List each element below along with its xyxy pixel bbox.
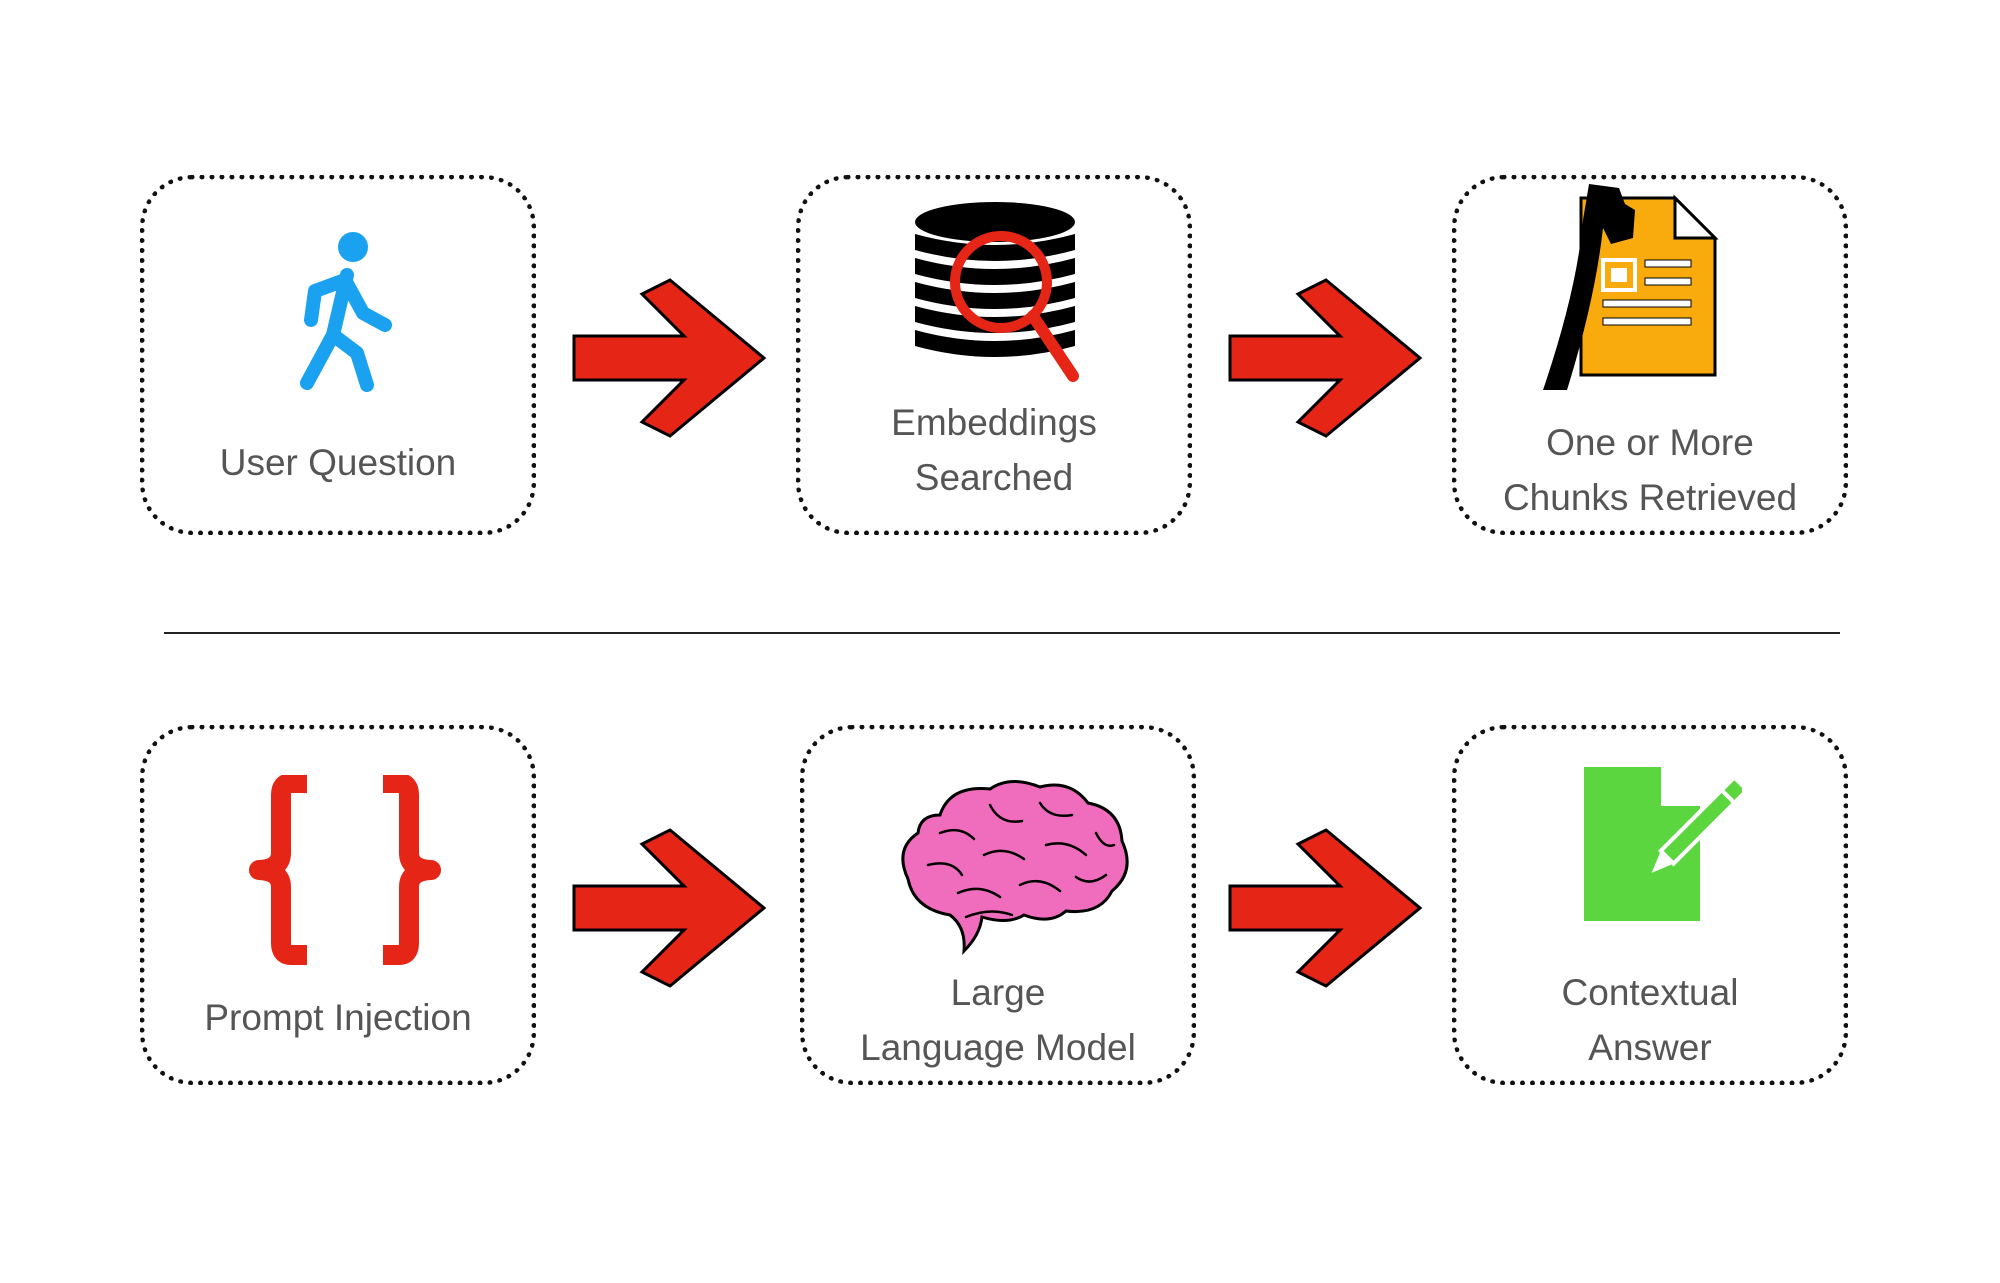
walking-person-icon xyxy=(300,232,392,392)
step-label: Large Language Model xyxy=(860,972,1136,1068)
flow-arrow-1 xyxy=(572,278,767,438)
step-embeddings-searched: Embeddings Searched xyxy=(796,175,1192,535)
step-contextual-answer: Contextual Answer xyxy=(1452,725,1848,1085)
step-label: Prompt Injection xyxy=(204,997,472,1038)
brain-icon xyxy=(901,780,1129,955)
step-chunks-retrieved: One or More Chunks Retrieved xyxy=(1452,175,1848,535)
row-divider xyxy=(164,632,1840,634)
flow-arrow-4 xyxy=(1228,828,1423,988)
step-large-language-model: Large Language Model xyxy=(800,725,1196,1085)
flow-arrow-3 xyxy=(572,828,767,988)
axe-document-icon xyxy=(1543,184,1719,390)
flow-arrow-2 xyxy=(1228,278,1423,438)
step-user-question: User Question xyxy=(140,175,536,535)
step-label: User Question xyxy=(219,442,457,483)
step-prompt-injection: Prompt Injection xyxy=(140,725,536,1085)
database-search-icon xyxy=(915,202,1079,382)
step-label: Contextual Answer xyxy=(1561,972,1739,1068)
curly-braces-icon xyxy=(249,775,441,965)
document-pencil-icon xyxy=(1584,765,1742,921)
step-label: Embeddings Searched xyxy=(891,402,1097,498)
step-label: One or More Chunks Retrieved xyxy=(1502,422,1798,518)
